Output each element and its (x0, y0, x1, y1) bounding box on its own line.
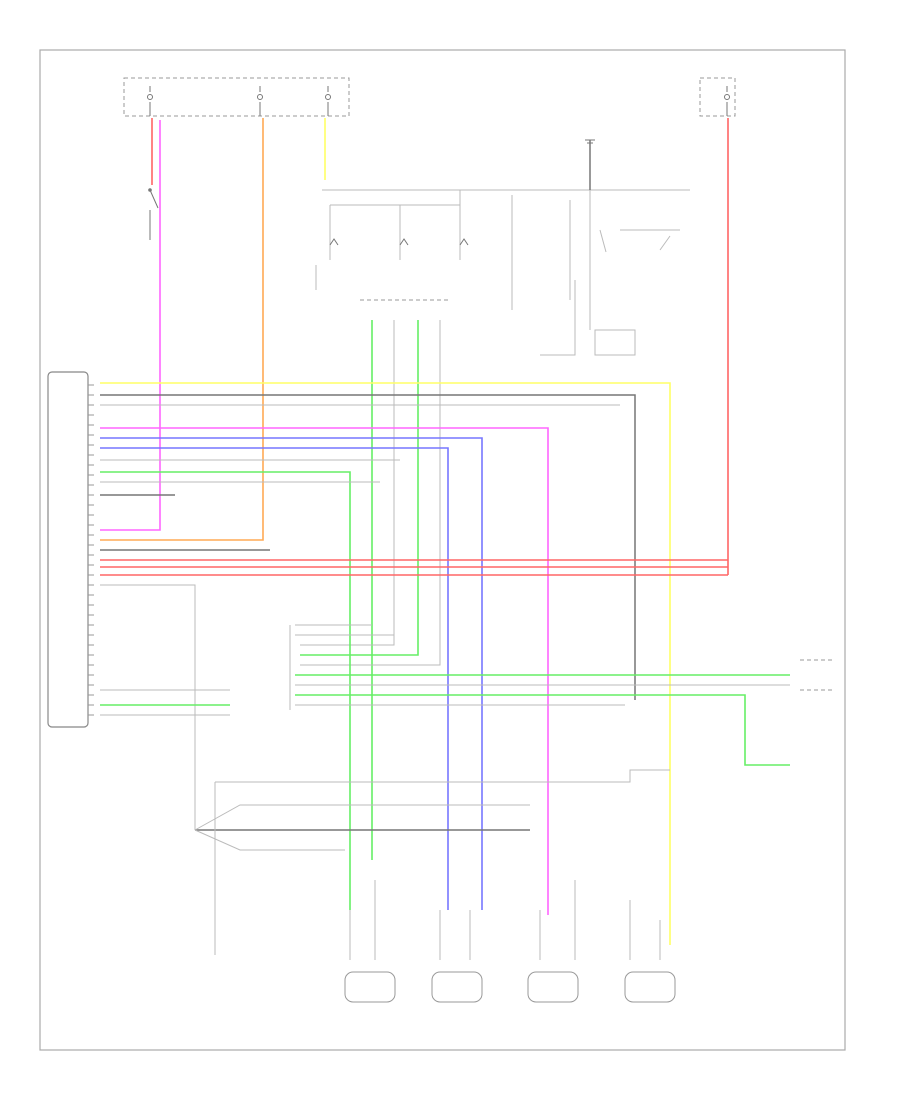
wire-gray-h-1 (100, 394, 636, 700)
wire-blue-h (100, 437, 483, 910)
wire-yellow-h (100, 382, 671, 945)
brake-switch (148, 188, 159, 240)
wire-gray-speedo-2 (300, 320, 441, 666)
wheel-sensor-lf (344, 880, 396, 1003)
wire-green-tcm-2 (295, 694, 790, 766)
wheel-sensor-lr (527, 880, 579, 1003)
wheel-sensor-rr (624, 900, 676, 1003)
ecm-connector (47, 371, 89, 728)
ecm-pins (88, 384, 94, 716)
wire-gray-h-7 (100, 584, 196, 830)
relay-block (315, 189, 690, 310)
abs-harness (194, 769, 670, 900)
wire-pink-h (100, 427, 549, 915)
diagram-border (39, 49, 846, 1051)
wheel-sensor-rf (431, 910, 483, 1003)
wire-orange (100, 118, 264, 541)
transfer-unit (800, 659, 835, 691)
top-right-switches (540, 139, 680, 356)
fuse-symbols (147, 86, 730, 116)
wire-pink-brake (100, 120, 161, 531)
wire-green-h (100, 471, 351, 910)
wire-blue-h-2 (100, 447, 449, 910)
fuse-box-top (123, 77, 736, 117)
tcm-connector (289, 624, 790, 766)
wire-green-speedo-2 (300, 320, 419, 656)
